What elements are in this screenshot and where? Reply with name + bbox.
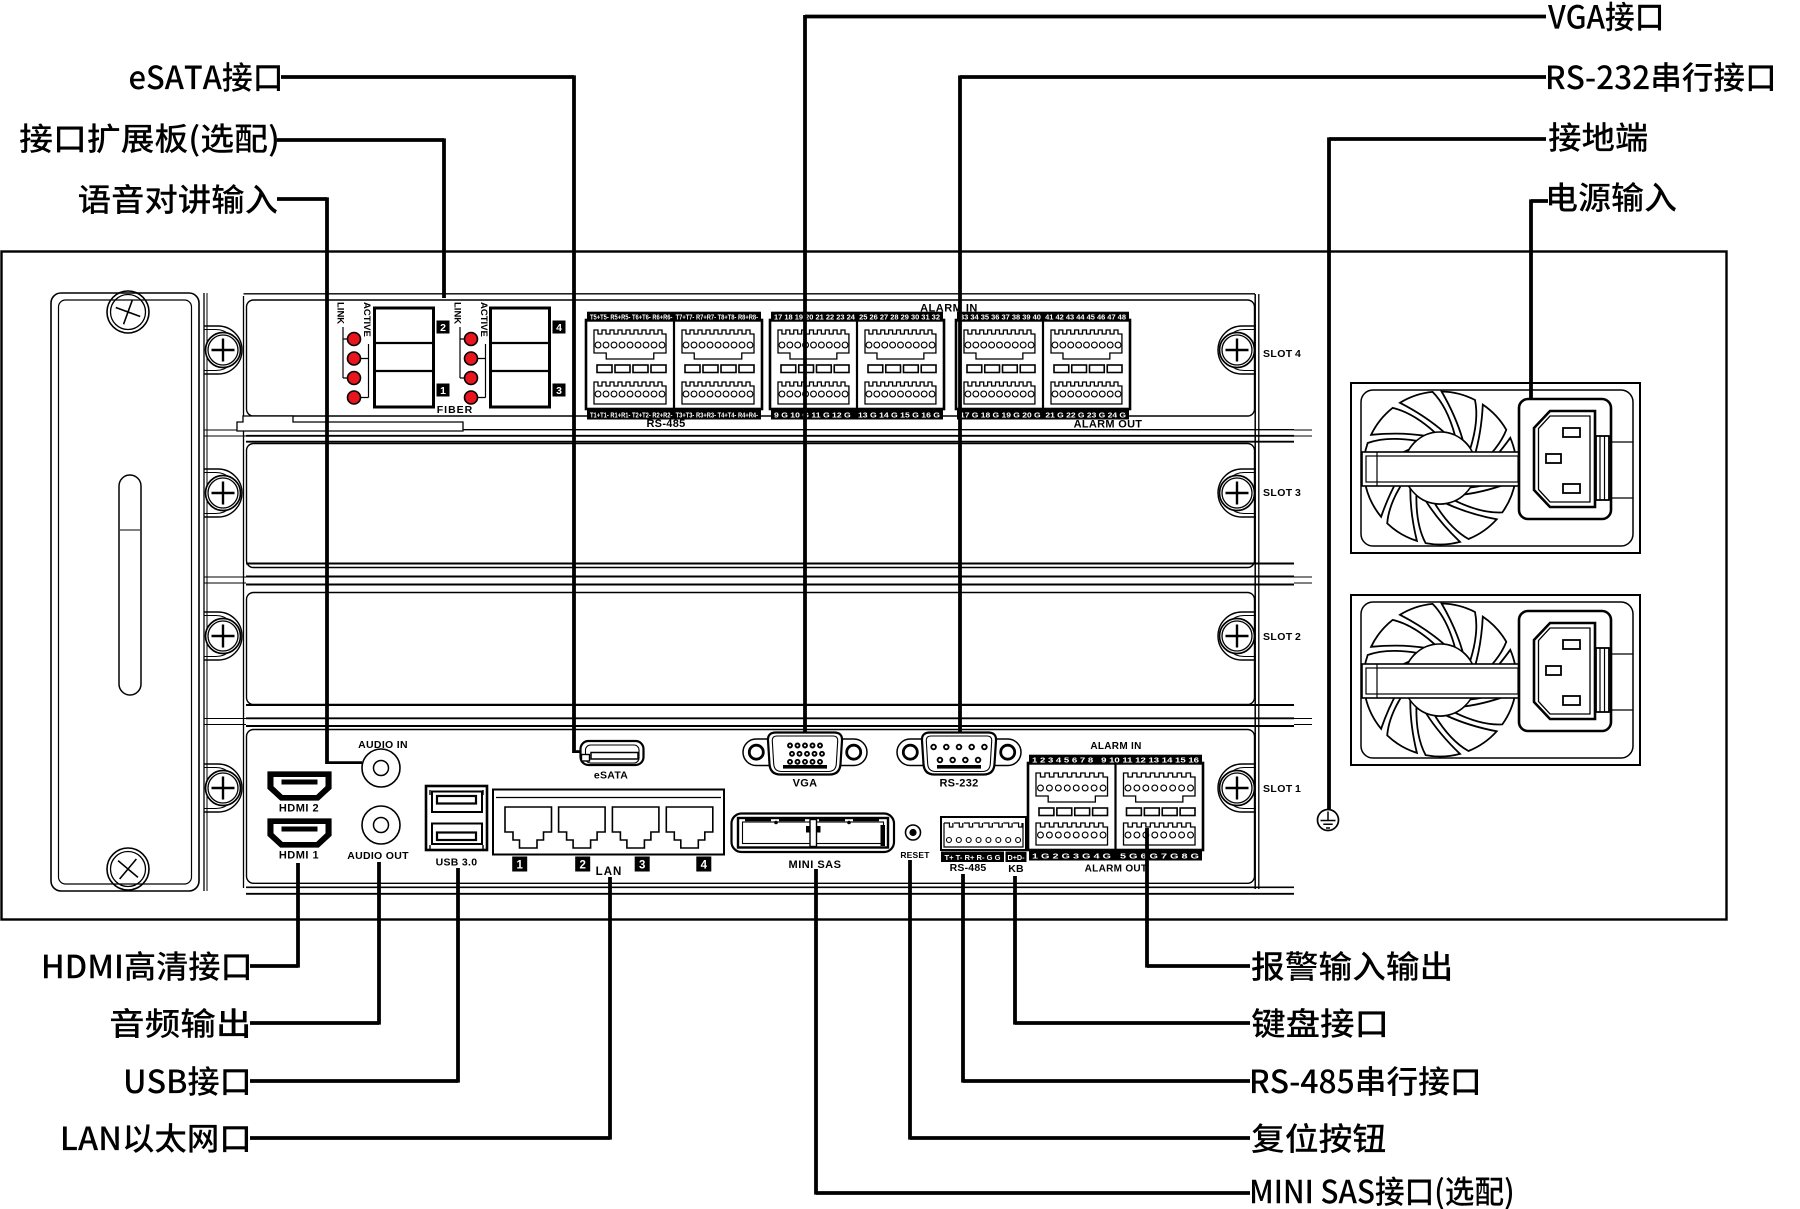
svg-text:9 G 10 G 11 G 12 G 13 G 14 G: 9 G 10 G 11 G 12 G 13 G 14 G 15 G 16 G [774, 411, 940, 420]
svg-text:eSATA: eSATA [594, 770, 628, 782]
svg-text:SLOT: SLOT [1263, 783, 1293, 795]
svg-text:ACTIVE: ACTIVE [361, 302, 372, 337]
svg-text:AUDIO OUT: AUDIO OUT [347, 850, 409, 862]
svg-text:1: 1 [516, 860, 523, 872]
svg-text:3: 3 [556, 385, 562, 397]
svg-text:ALARM IN: ALARM IN [920, 303, 978, 315]
svg-text:33 34 35 36 37 38 39 40 41 42: 33 34 35 36 37 38 39 40 41 42 43 44 45 4… [960, 313, 1127, 322]
svg-text:RS-232: RS-232 [939, 777, 978, 789]
svg-text:4: 4 [556, 322, 562, 334]
svg-text:LAN: LAN [596, 866, 623, 878]
svg-text:17 18 19 20 21 22 23 24 25 26: 17 18 19 20 21 22 23 24 25 26 27 28 29 3… [774, 313, 940, 322]
svg-text:4: 4 [1295, 348, 1301, 360]
svg-text:T5+T5- R5+R5- T6+T6- R6+R6- T: T5+T5- R5+R5- T6+T6- R6+R6- T7+T7- R7+R7… [590, 313, 758, 322]
svg-text:D+D-: D+D- [1008, 853, 1026, 862]
svg-text:USB 3.0: USB 3.0 [436, 857, 478, 869]
svg-text:HDMI 2: HDMI 2 [279, 803, 319, 815]
svg-text:2: 2 [1295, 631, 1301, 643]
svg-text:3: 3 [1295, 487, 1301, 499]
svg-text:MINI SAS: MINI SAS [789, 859, 842, 871]
svg-text:2: 2 [579, 860, 585, 872]
svg-text:SLOT: SLOT [1263, 487, 1293, 499]
svg-text:AUDIO IN: AUDIO IN [358, 739, 408, 751]
svg-text:RS-485: RS-485 [646, 418, 685, 430]
svg-text:3: 3 [639, 860, 645, 872]
svg-text:FIBER: FIBER [437, 404, 474, 416]
svg-text:ACTIVE: ACTIVE [478, 302, 489, 337]
svg-text:1 2 3 4 5 6 7 8 9 10 11 12 1: 1 2 3 4 5 6 7 8 9 10 11 12 13 14 15 16 [1032, 756, 1199, 765]
svg-text:LINK: LINK [452, 302, 463, 324]
svg-text:T+ T- R+ R- G G: T+ T- R+ R- G G [944, 853, 1000, 862]
svg-text:T1+T1- R1+R1- T2+T2- R2+R2- T: T1+T1- R1+R1- T2+T2- R2+R2- T3+T3- R3+R3… [590, 411, 758, 420]
svg-text:HDMI 1: HDMI 1 [279, 850, 319, 862]
svg-text:1: 1 [1295, 783, 1301, 795]
svg-text:VGA: VGA [793, 777, 818, 789]
svg-text:1 G 2 G 3 G 4 G 5 G 6 G 7 G: 1 G 2 G 3 G 4 G 5 G 6 G 7 G 8 G [1032, 852, 1199, 861]
svg-text:ALARM OUT: ALARM OUT [1085, 864, 1148, 875]
svg-text:4: 4 [701, 860, 708, 872]
svg-text:RESET: RESET [900, 850, 930, 860]
svg-text:SLOT: SLOT [1263, 631, 1293, 643]
svg-text:RS-485: RS-485 [950, 862, 987, 874]
svg-text:17 G 18 G 19 G 20 G 21 G 22 G: 17 G 18 G 19 G 20 G 21 G 22 G 23 G 24 G [960, 411, 1126, 420]
svg-text:LINK: LINK [335, 302, 346, 324]
svg-text:KB: KB [1008, 863, 1024, 875]
svg-text:ALARM IN: ALARM IN [1090, 741, 1141, 752]
svg-text:2: 2 [440, 322, 446, 334]
svg-text:SLOT: SLOT [1263, 348, 1293, 360]
svg-text:ALARM OUT: ALARM OUT [1074, 419, 1143, 431]
svg-text:1: 1 [440, 385, 446, 397]
